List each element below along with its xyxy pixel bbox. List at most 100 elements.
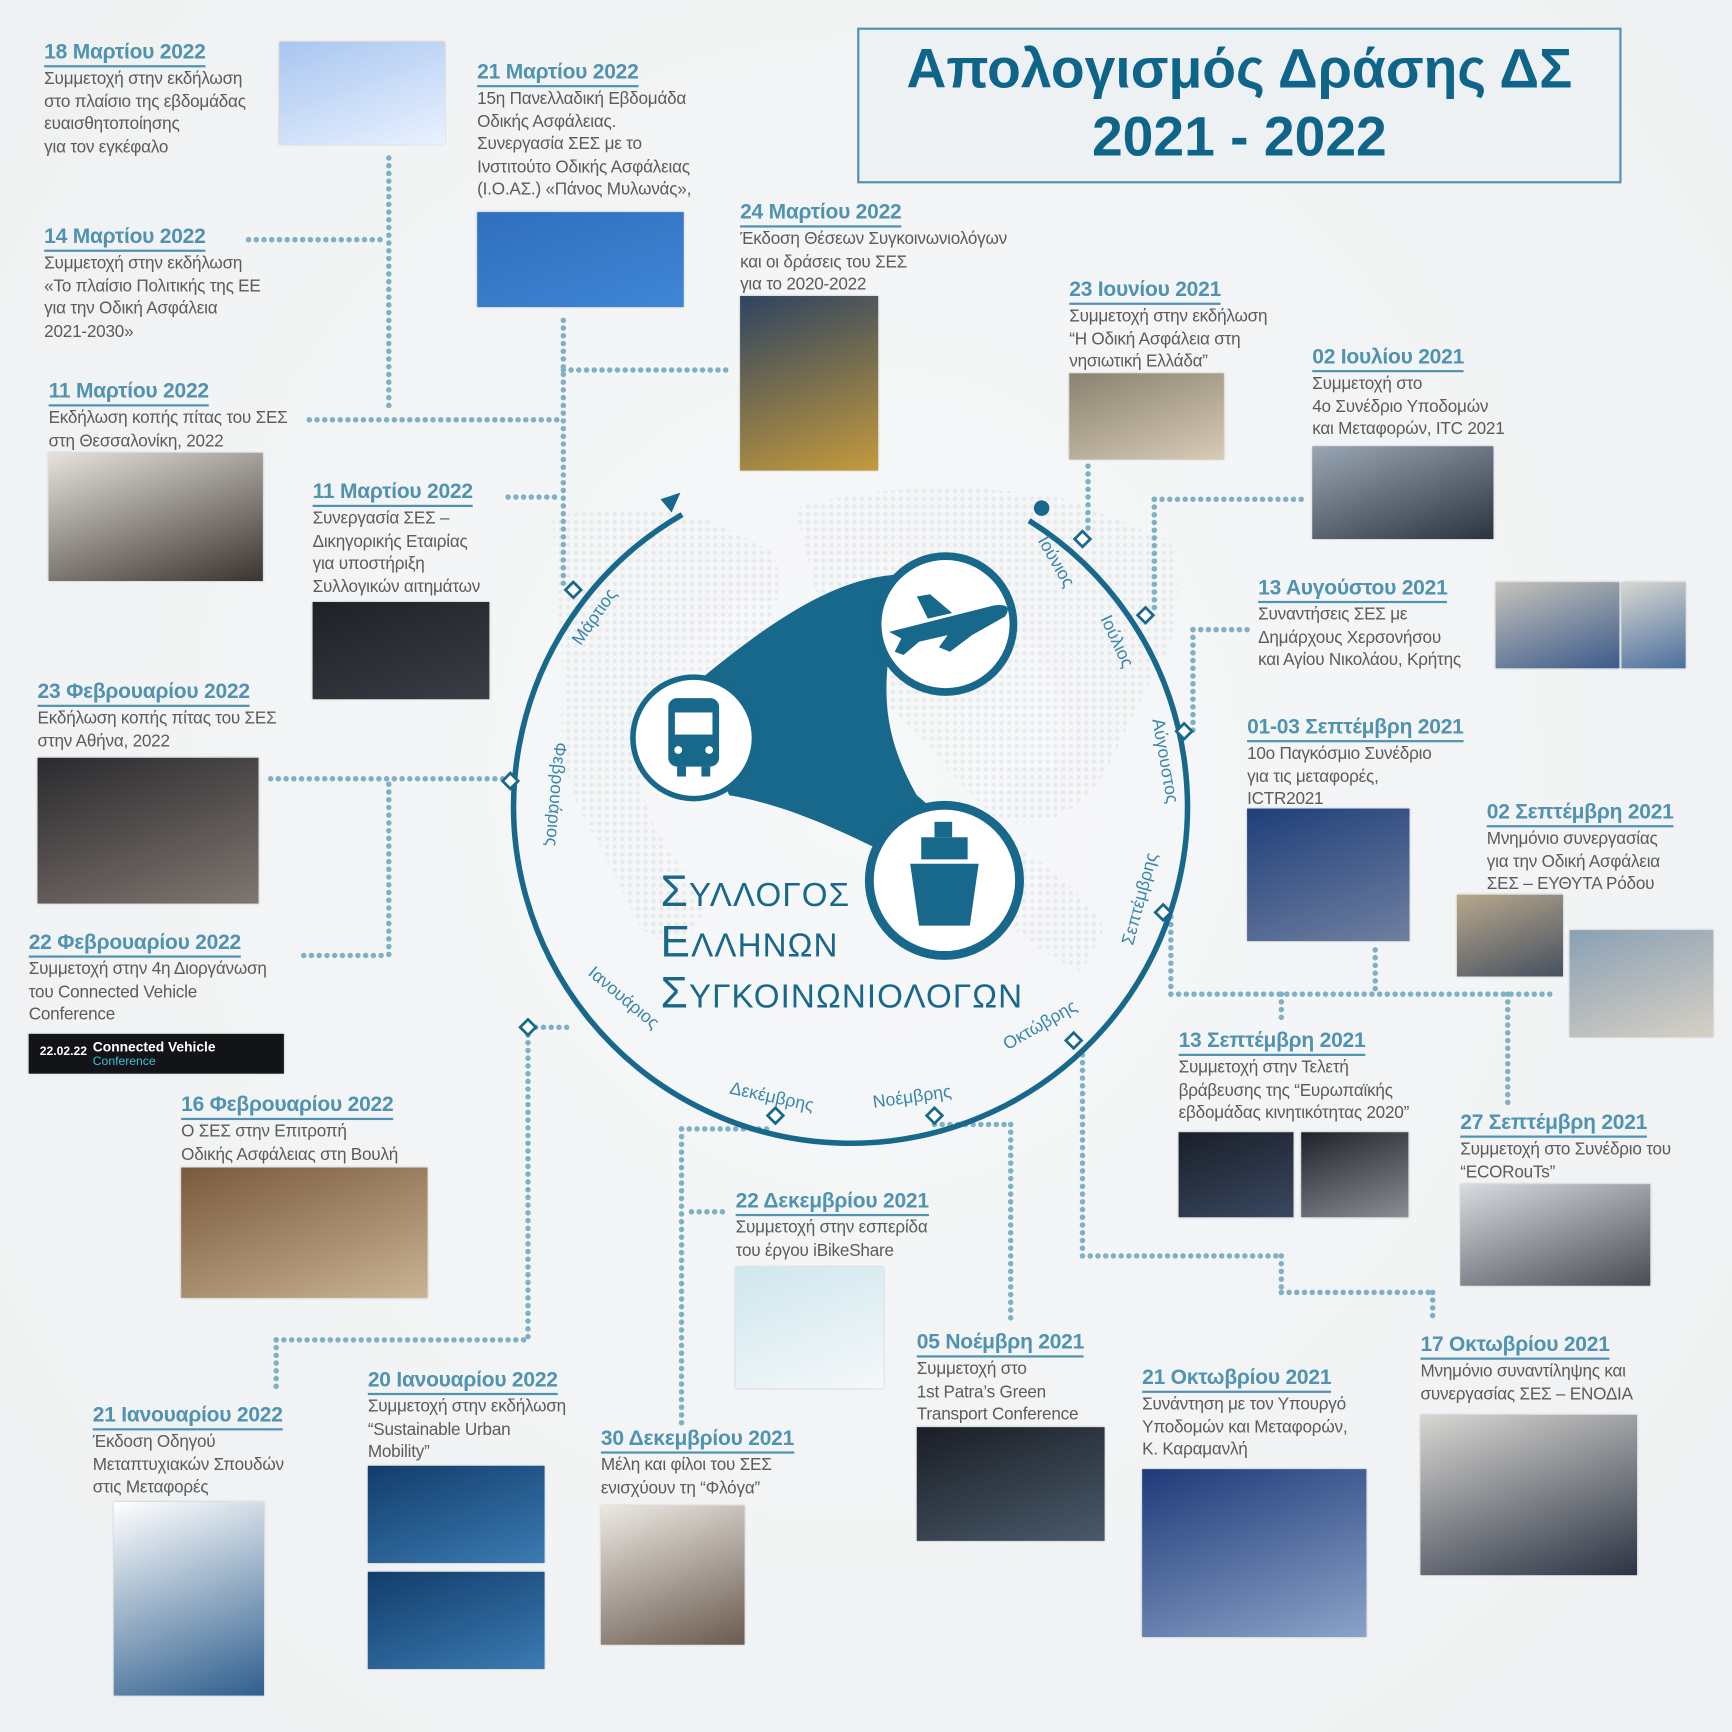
entry-description-line: 15η Πανελλαδική Εβδομάδα [477,89,687,109]
entry-description-line: για την Οδική Ασφάλεια [44,299,218,319]
event-photo [1460,1184,1651,1286]
event-photo [312,602,490,700]
logo-initial: Σ [660,968,689,1018]
entry-description-line: Συμμετοχή στην εσπερίδα [735,1218,928,1238]
entry-description-line: Έκδοση Θέσεων Συγκοινωνιολόγων [740,229,1007,249]
entry-description-line: στο πλαίσιο της εβδομάδας [44,92,246,112]
entry-description-line: Συμμετοχή στο [916,1359,1027,1379]
timeline-node [1174,721,1194,742]
entry-description-line: Ινστιτούτο Οδικής Ασφάλειας [477,157,690,177]
entry-description-line: στις Μεταφορές [92,1477,209,1497]
logo-word: ΥΓΚΟΙΝΩΝΙΟΛΟΓΩΝ [688,978,1024,1016]
entry-description-line: εβδομάδας κινητικότητας 2020” [1178,1103,1410,1123]
entry-date: 16 Φεβρουαρίου 2022 [181,1094,394,1121]
entry-date: 27 Σεπτέμβρη 2021 [1460,1111,1647,1138]
entry-date: 21 Ιανουαρίου 2022 [92,1404,283,1431]
airplane-icon [889,594,1008,656]
timeline-node [765,1105,786,1126]
event-photo [48,452,263,582]
entry-date: 02 Ιουλίου 2021 [1312,346,1464,373]
entry-description-line: Transport Conference [916,1405,1079,1424]
entry-date: 13 Αυγούστου 2021 [1258,577,1448,604]
entry-description-line: Συμμετοχή στην εκδήλωση [44,254,243,273]
entry-description-line: Συμμετοχή στο Συνέδριο του [1460,1139,1671,1159]
entry-description-line: Ο ΣΕΣ στην Επιτροπή [181,1122,347,1142]
event-photo [279,41,446,145]
banner-title: Connected Vehicle [92,1039,216,1055]
event-photo [1069,373,1224,460]
event-photo [1456,894,1563,977]
entry-description-line: Conference [28,1005,116,1024]
timeline-circle [510,512,1191,1147]
entry-description-line: ευαισθητοποίησης [44,114,180,134]
entry-description-line: και Αγίου Νικολάου, Κρήτης [1258,650,1461,670]
entry-description-line: Μεταπτυχιακών Σπουδών [92,1455,284,1475]
entry-description-line: ενισχύουν τη “Φλόγα” [600,1478,760,1498]
entry-description-line: του Connected Vehicle [28,982,198,1002]
logo-initial: Ε [660,917,692,967]
entry-description-line: Συνάντηση με τον Υπουργό [1142,1395,1346,1414]
entry-description-line: νησιωτική Ελλάδα” [1069,352,1208,372]
timeline-start-dot [1033,500,1050,516]
entry-description-line: Συμμετοχή στην Τελετή [1178,1058,1349,1077]
entry-description-line: Μέλη και φίλοι του ΣΕΣ [600,1455,772,1475]
entry-description-line: συνεργασίας ΣΕΣ – ΕΝΟΔΙΑ [1420,1384,1634,1404]
entry-description-line: Συλλογικών αιτημάτων [312,577,481,596]
event-photo [1569,930,1714,1038]
entry-description-line: “ECORouTs” [1460,1162,1556,1182]
event-photo [916,1427,1105,1541]
timeline-node [563,580,584,600]
event-photo [1301,1132,1409,1218]
event-photo [1495,582,1620,669]
event-photo [1247,808,1410,942]
entry-description-line: 4ο Συνέδριο Υποδομών [1312,397,1489,416]
organization-logo-text: ΣΥΛΛΟΓΟΣ ΕΛΛΗΝΩΝ ΣΥΓΚΟΙΝΩΝΙΟΛΟΓΩΝ [661,868,1024,1020]
entry-description-line: ΣΕΣ – ΕΥΘΥΤΑ Ρόδου [1486,874,1655,894]
banner-subtitle: Conference [92,1054,156,1069]
entry-date: 21 Μαρτίου 2022 [477,61,639,88]
timeline-node [500,771,521,791]
entry-description-line: Μνημόνιο συναντίληψης και [1420,1361,1626,1381]
entry-description-line: Υποδομών και Μεταφορών, [1142,1417,1348,1437]
entry-date: 23 Φεβρουαρίου 2022 [37,680,250,707]
entry-description-line: Εκδήλωση κοπής πίτας του ΣΕΣ [48,408,288,428]
entry-date: 18 Μαρτίου 2022 [44,41,206,68]
title-line-1: Απολογισμός Δράσης ΔΣ [906,37,1573,100]
entry-description-line: Συμμετοχή στην εκδήλωση [1069,307,1268,326]
logo-word: ΛΛΗΝΩΝ [691,927,839,965]
entry-description-line: για τις μεταφορές, [1247,767,1379,786]
entry-description-line: στη Θεσσαλονίκη, 2022 [48,431,224,451]
entry-description-line: Συνεργασία ΣΕΣ με το [477,134,642,154]
entry-description-line: για τον εγκέφαλο [44,137,169,157]
entry-date: 11 Μαρτίου 2022 [48,380,209,407]
entry-description-line: Συμμετοχή στην 4η Διοργάνωση [28,959,267,979]
entry-description-line: (Ι.Ο.ΑΣ.) «Πάνος Μυλωνάς», [477,180,692,199]
timeline-nodes [500,529,1194,1126]
entry-description-line: στην Αθήνα, 2022 [37,731,170,751]
entry-date: 23 Ιουνίου 2021 [1069,278,1221,305]
entry-date: 14 Μαρτίου 2022 [44,225,206,252]
entry-description-line: Μνημόνιο συνεργασίας [1486,829,1658,849]
entry-description-line: και Μεταφορών, ITC 2021 [1312,419,1505,439]
entry-date: 05 Νοέμβρη 2021 [916,1331,1084,1358]
entry-description-line: Συμμετοχή στο [1312,374,1423,394]
event-photo [1312,446,1494,540]
page-title: Απολογισμός Δράσης ΔΣ 2021 - 2022 [857,27,1622,184]
timeline-node [924,1105,945,1126]
entry-description-line: «Το πλαίσιο Πολιτικής της ΕΕ [44,276,261,296]
